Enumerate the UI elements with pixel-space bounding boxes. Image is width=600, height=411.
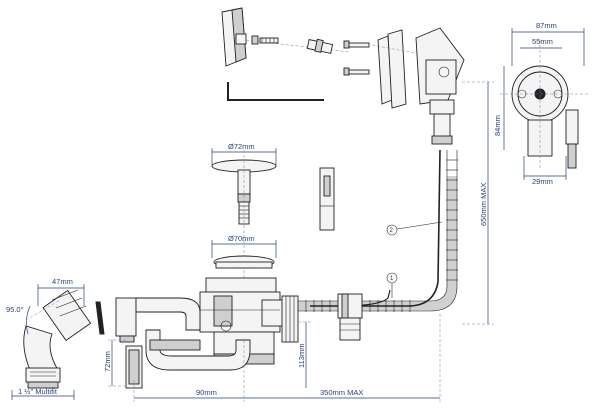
overflow-connector-piece: [306, 38, 334, 54]
outlet-spigot-bottom: [125, 345, 143, 389]
overflow-flange-plate: [371, 29, 421, 109]
dim-87mm: 87mm: [511, 21, 585, 66]
outlet-nut: [281, 295, 299, 343]
dim-29mm: 29mm: [523, 156, 567, 186]
callout-2-label: 2: [390, 228, 394, 234]
callout-1-label: 1: [390, 276, 394, 282]
dim-113mm-label: 113mm: [297, 344, 306, 368]
angled-adapter-fitting: [23, 289, 92, 389]
dim-47mm-label: 47mm: [52, 277, 73, 286]
dim-95deg-label: 95.0°: [6, 305, 24, 314]
dim-95deg: 95.0°: [6, 299, 61, 335]
dim-90mm: 90mm: [133, 340, 245, 402]
dim-55mm: 55mm: [520, 37, 562, 49]
dim-72mm-height: 72mm: [103, 339, 126, 387]
hose-nut-fitting: [337, 293, 363, 341]
dim-350mm-label: 350mm MAX: [320, 388, 363, 397]
plug-grid-flange: Ø70mm: [211, 234, 277, 269]
dim-72mm-label: 72mm: [103, 351, 112, 372]
callout-2: 2: [386, 221, 443, 236]
fixing-screw-lower: [343, 67, 370, 76]
washer-seal: [95, 301, 105, 335]
dim-70dia-label: Ø70mm: [228, 234, 255, 243]
dim-90mm-label: 90mm: [196, 388, 217, 397]
dim-thread-multifit: 1 ½" Multifit: [11, 387, 75, 400]
overflow-spindle-screw: [245, 35, 351, 53]
key-tool: [319, 167, 335, 231]
dim-47mm: 47mm: [37, 277, 85, 306]
waste-plug: Ø72mm: [211, 142, 277, 340]
dim-84mm-label: 84mm: [493, 115, 502, 136]
overflow-body: [415, 27, 465, 145]
fixing-screw-upper: [343, 40, 370, 49]
overflow-cover-plate: [221, 7, 247, 67]
dim-29mm-label: 29mm: [532, 177, 553, 186]
dim-thread-label: 1 ½" Multifit: [18, 387, 58, 396]
dim-84mm: 84mm: [493, 66, 505, 150]
flexible-hose: [298, 150, 458, 312]
dim-87mm-label: 87mm: [536, 21, 557, 30]
dim-350mm-max: 350mm MAX: [244, 314, 441, 402]
allen-key: [227, 82, 324, 101]
dim-650mm-label: 650mm MAX: [479, 183, 488, 226]
outlet-trap-u: [145, 329, 251, 371]
callout-1: 1: [386, 272, 398, 298]
dim-650mm-max: 650mm MAX: [462, 81, 494, 325]
outlet-elbow: [115, 297, 201, 343]
dim-55mm-label: 55mm: [532, 37, 553, 46]
overflow-end-view: [500, 40, 590, 170]
dim-113mm-height: 113mm: [297, 321, 312, 388]
dim-72dia-label: Ø72mm: [228, 142, 255, 151]
